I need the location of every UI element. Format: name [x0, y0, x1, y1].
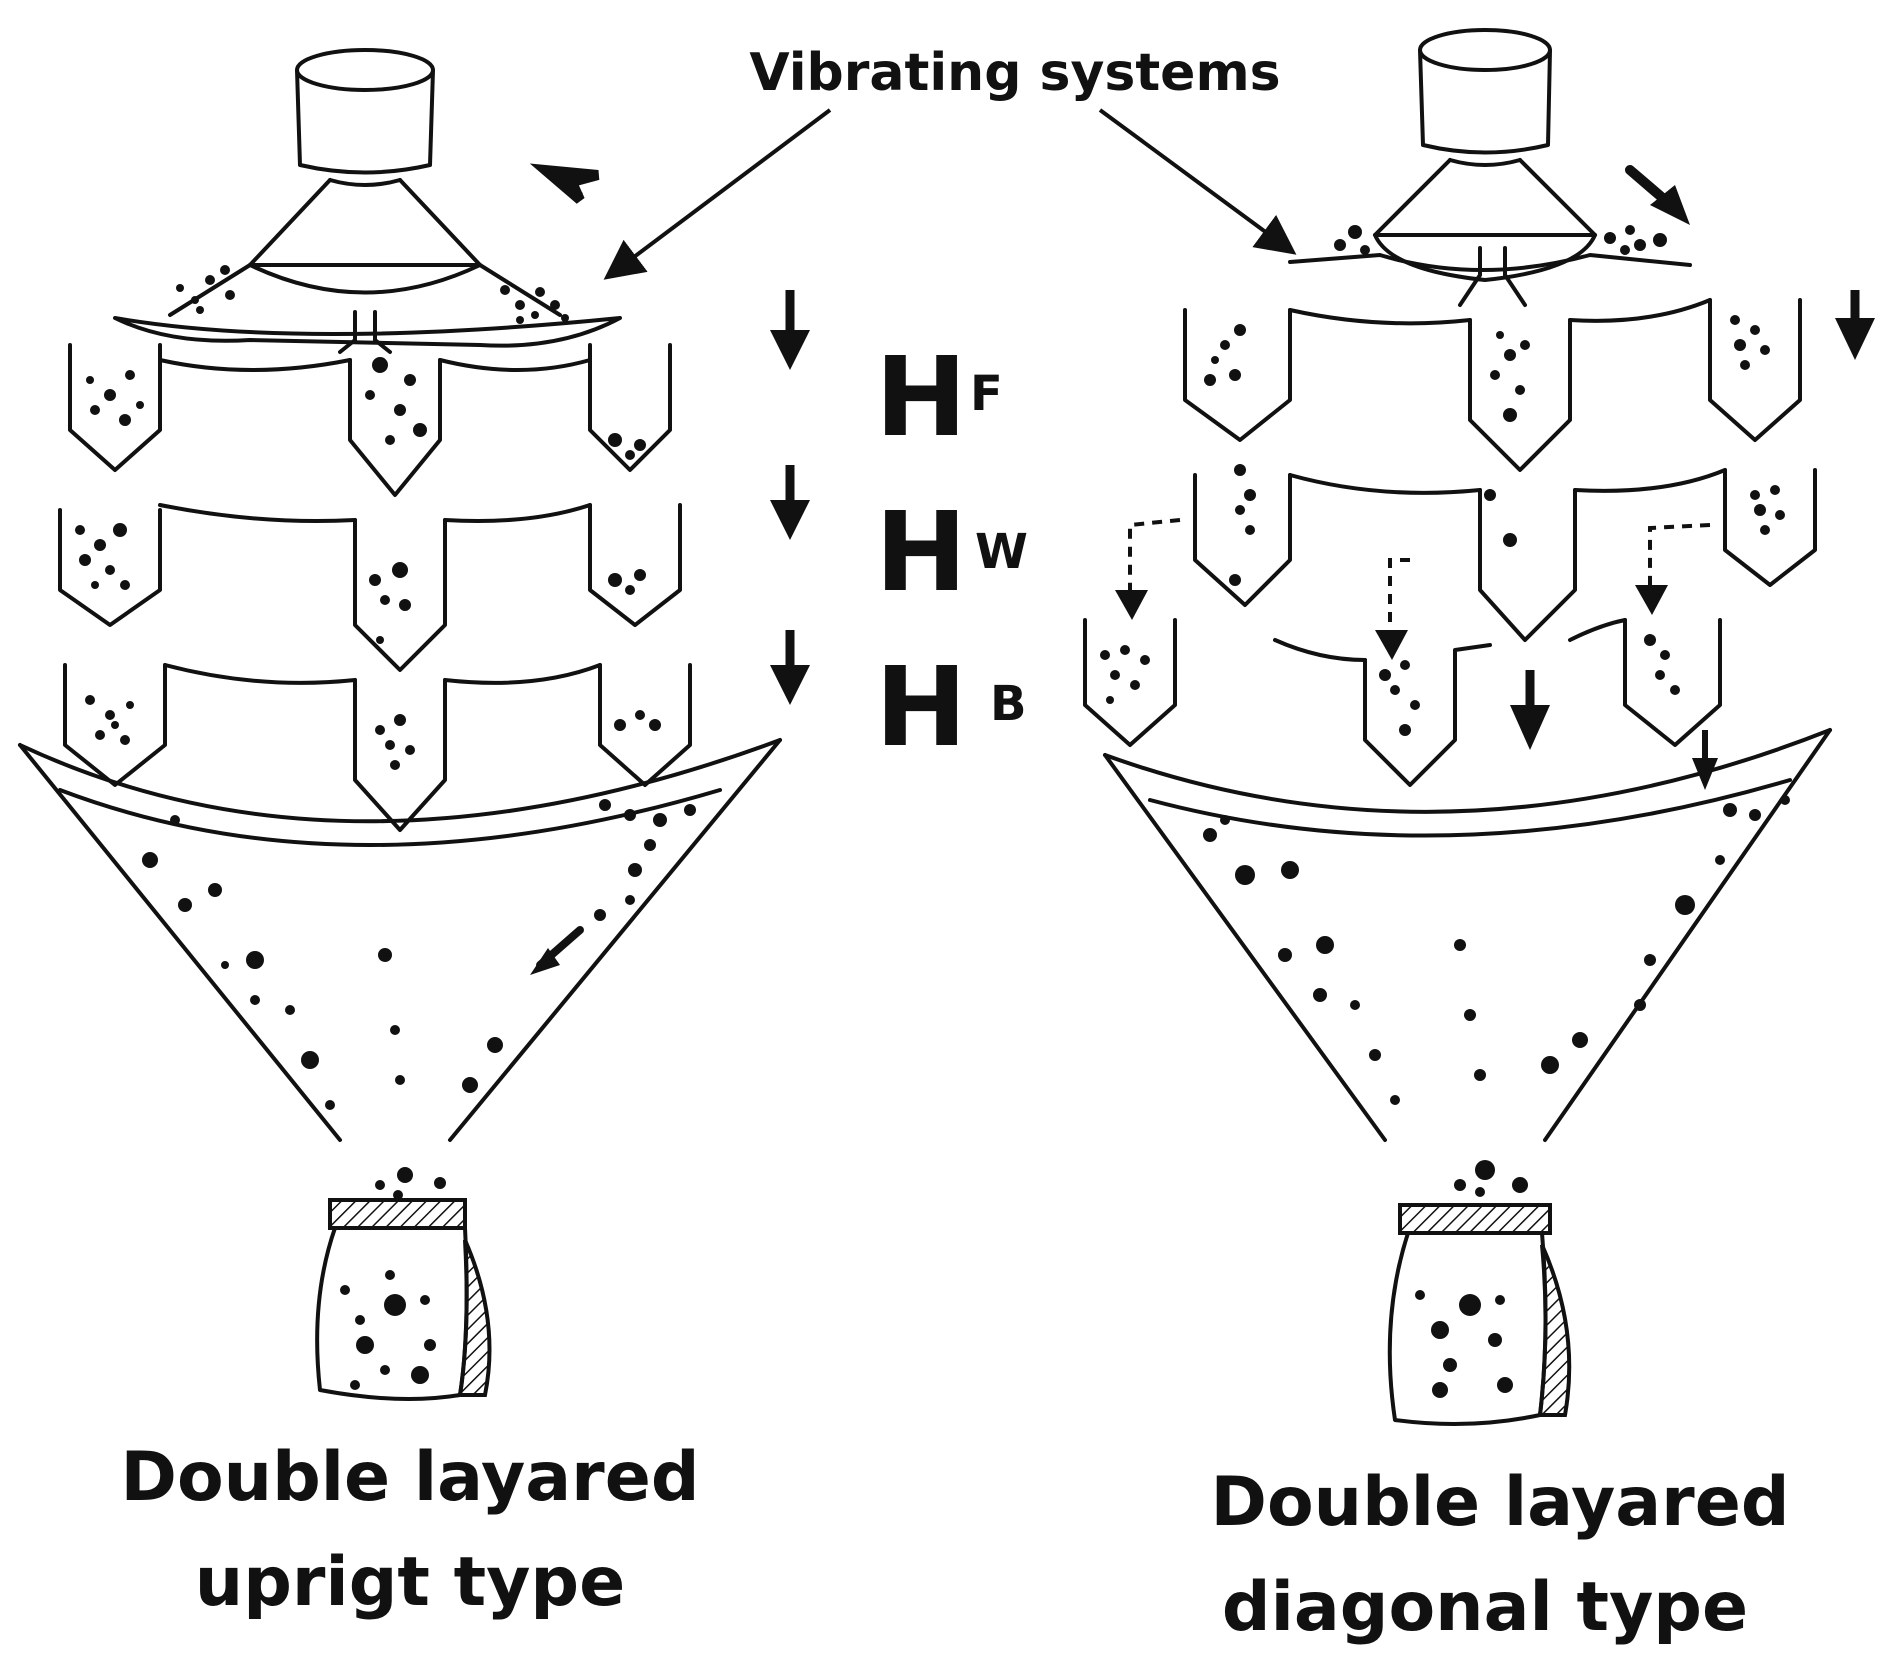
right-feed-hoppers-tier — [1183, 298, 1802, 472]
left-caption-line2: uprigt type — [195, 1543, 625, 1622]
right-bag-icon — [1387, 1203, 1572, 1426]
height-labels: H F H W H B — [770, 290, 1028, 771]
left-feed-hoppers-tier — [68, 343, 672, 497]
right-transfer-arrows — [1115, 518, 1711, 660]
vibrating-systems-callout: Vibrating systems — [603, 43, 1297, 280]
label-hb-sub: B — [990, 676, 1027, 732]
label-hf-big: H — [875, 333, 967, 461]
right-radial-feeder — [1288, 225, 1692, 272]
right-feed-hopper — [1373, 28, 1597, 307]
label-hf-sub: F — [970, 366, 1003, 422]
right-collecting-chute — [1103, 728, 1832, 1142]
right-arrow-down-side — [1835, 290, 1875, 360]
left-radial-feeder — [113, 263, 622, 348]
left-falling-product — [375, 1167, 446, 1200]
right-flow-arrow-top — [1650, 185, 1690, 225]
left-caption-line1: Double layared — [121, 1438, 700, 1517]
arrow-down-hf — [770, 290, 810, 370]
left-weigh-hoppers-tier — [58, 503, 682, 672]
label-hw-sub: W — [975, 524, 1028, 580]
right-weigh-hoppers-tier — [1193, 464, 1817, 642]
left-collecting-chute — [18, 738, 782, 1142]
label-hw-big: H — [875, 488, 967, 616]
callout-label: Vibrating systems — [749, 43, 1280, 103]
right-caption-line1: Double layared — [1211, 1463, 1790, 1542]
label-hb-big: H — [875, 643, 967, 771]
right-diagram: Double layared diagonal type — [1083, 28, 1875, 1647]
left-diagram: Double layared uprigt type — [18, 48, 782, 1622]
left-booster-hoppers-tier — [63, 663, 692, 832]
right-arrow-down-small — [1692, 730, 1718, 790]
right-booster-hoppers-tier — [1083, 618, 1722, 787]
left-feed-hopper — [248, 48, 482, 354]
arrow-down-hw — [770, 465, 810, 540]
right-arrow-down-center — [1510, 670, 1550, 750]
arrow-down-hb — [770, 630, 810, 705]
left-flow-arrow-top — [529, 163, 600, 204]
right-falling-product — [1454, 1160, 1528, 1197]
right-caption-line2: diagonal type — [1222, 1568, 1748, 1647]
left-bag-icon — [315, 1198, 492, 1401]
